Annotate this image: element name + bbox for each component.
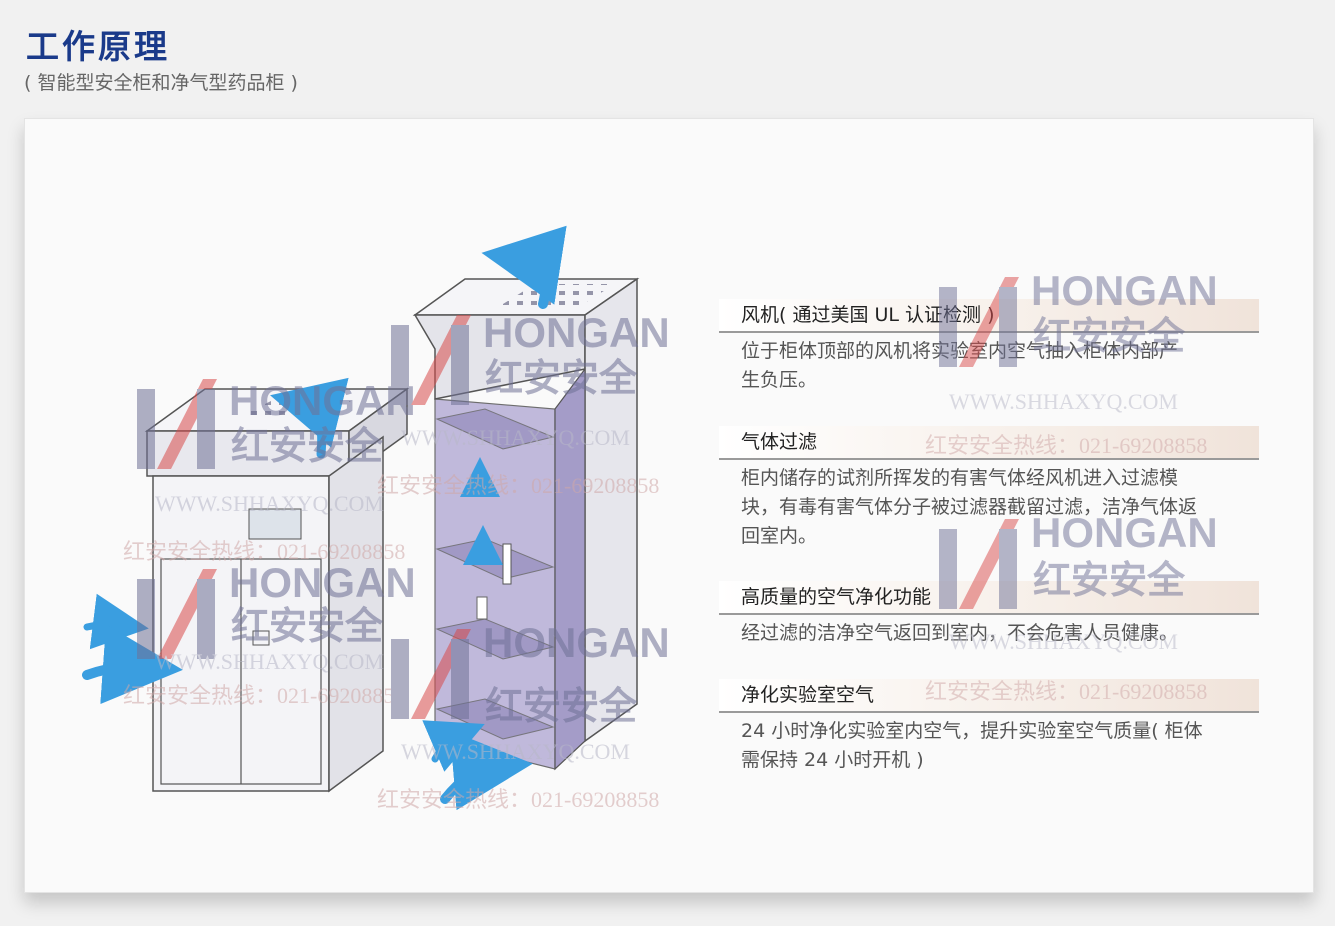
feature-description: 柜内储存的试剂所挥发的有害气体经风机进入过滤模 块，有毒有害气体分子被过滤器截留… xyxy=(719,460,1259,551)
svg-text:红安安全热线：021-69208858: 红安安全热线：021-69208858 xyxy=(377,473,659,498)
svg-text:红安安全热线：021-69208858: 红安安全热线：021-69208858 xyxy=(123,683,405,708)
svg-text:红安安全: 红安安全 xyxy=(231,424,384,468)
feature-item-gas-filter: 气体过滤 柜内储存的试剂所挥发的有害气体经风机进入过滤模 块，有毒有害气体分子被… xyxy=(719,426,1259,551)
feature-title: 净化实验室空气 xyxy=(719,679,1259,713)
feature-description-line: 位于柜体顶部的风机将实验室内空气抽入柜体内部产 xyxy=(741,340,1179,362)
airflow-arrows xyxy=(82,225,567,811)
svg-text:红安安全: 红安安全 xyxy=(485,356,638,400)
svg-text:HONGAN: HONGAN xyxy=(483,619,670,666)
feature-title: 气体过滤 xyxy=(719,426,1259,460)
illustration-watermarks: HONGAN 红安安全 WWW.SHHAXYQ.COM 红安安全热线：021-6… xyxy=(123,309,670,812)
svg-text:红安安全热线：021-69208858: 红安安全热线：021-69208858 xyxy=(377,787,659,812)
svg-text:红安安全热线：021-69208858: 红安安全热线：021-69208858 xyxy=(123,539,405,564)
feature-description: 24 小时净化实验室内空气，提升实验室空气质量( 柜体 需保持 24 小时开机 … xyxy=(719,713,1259,775)
feature-description: 经过滤的洁净空气返回到室内，不会危害人员健康。 xyxy=(719,615,1259,648)
svg-text:WWW.SHHAXYQ.COM: WWW.SHHAXYQ.COM xyxy=(155,491,384,516)
svg-text:WWW.SHHAXYQ.COM: WWW.SHHAXYQ.COM xyxy=(155,649,384,674)
feature-description-line: 回室内。 xyxy=(741,525,818,547)
svg-text:HONGAN: HONGAN xyxy=(229,559,416,606)
feature-description-line: 柜内储存的试剂所挥发的有害气体经风机进入过滤模 xyxy=(741,467,1179,489)
page-subtitle: ( 智能型安全柜和净气型药品柜 ) xyxy=(24,72,298,94)
feature-description-line: 经过滤的洁净空气返回到室内，不会危害人员健康。 xyxy=(741,622,1179,644)
feature-description-line: 24 小时净化实验室内空气，提升实验室空气质量( 柜体 xyxy=(741,720,1203,742)
feature-title: 高质量的空气净化功能 xyxy=(719,581,1259,615)
svg-text:WWW.SHHAXYQ.COM: WWW.SHHAXYQ.COM xyxy=(401,425,630,450)
feature-description: 位于柜体顶部的风机将实验室内空气抽入柜体内部产 生负压。 xyxy=(719,333,1259,395)
svg-text:红安安全: 红安安全 xyxy=(485,684,638,728)
svg-text:HONGAN: HONGAN xyxy=(483,309,670,356)
feature-title: 风机( 通过美国 UL 认证检测 ) xyxy=(719,299,1259,333)
svg-text:HONGAN: HONGAN xyxy=(229,377,416,424)
page-title: 工作原理 xyxy=(26,27,170,66)
feature-description-line: 需保持 24 小时开机 ) xyxy=(741,749,924,771)
feature-item-lab-air: 净化实验室空气 24 小时净化实验室内空气，提升实验室空气质量( 柜体 需保持 … xyxy=(719,679,1259,775)
feature-item-fan: 风机( 通过美国 UL 认证检测 ) 位于柜体顶部的风机将实验室内空气抽入柜体内… xyxy=(719,299,1259,395)
feature-description-line: 生负压。 xyxy=(741,369,818,391)
svg-text:红安安全: 红安安全 xyxy=(231,604,384,648)
cabinet-illustration: HONGAN 红安安全 WWW.SHHAXYQ.COM 红安安全热线：021-6… xyxy=(82,225,670,812)
illustration-panel: HONGAN 红安安全 WWW.SHHAXYQ.COM 红安安全热线：021-6… xyxy=(24,118,1314,893)
feature-description-line: 块，有毒有害气体分子被过滤器截留过滤，洁净气体返 xyxy=(741,496,1198,518)
svg-text:WWW.SHHAXYQ.COM: WWW.SHHAXYQ.COM xyxy=(401,739,630,764)
feature-item-air-purification: 高质量的空气净化功能 经过滤的洁净空气返回到室内，不会危害人员健康。 xyxy=(719,581,1259,648)
